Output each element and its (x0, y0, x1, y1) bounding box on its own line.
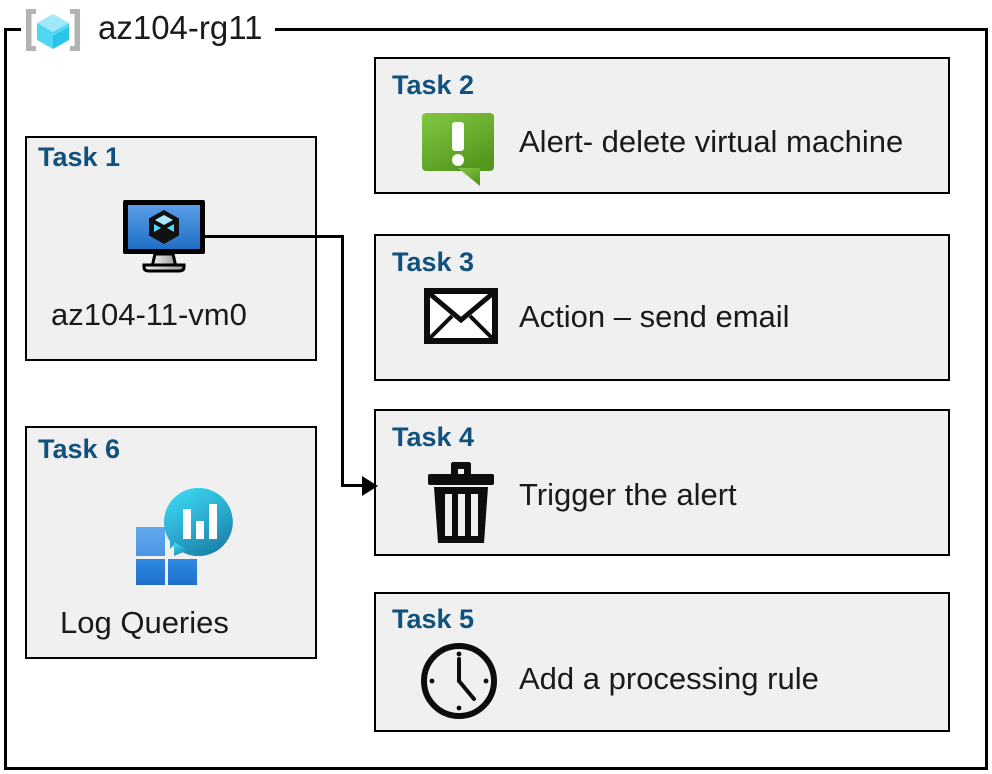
task-title-task5: Task 5 (392, 604, 475, 634)
task-label-task5: Add a processing rule (519, 661, 819, 696)
task-title-task3: Task 3 (392, 247, 475, 277)
connector-arrowhead-icon (362, 476, 378, 496)
task-title-task2: Task 2 (392, 70, 475, 100)
resource-group-border-top-left (4, 28, 21, 31)
log-analytics-icon (126, 484, 238, 586)
resource-group-name: az104-rg11 (98, 9, 263, 46)
virtual-machine-icon (119, 197, 209, 275)
resource-group-border-bottom (4, 767, 988, 770)
task-title-task6: Task 6 (38, 434, 121, 464)
task-label-task1: az104-11-vm0 (51, 297, 247, 332)
connector-segment-horizontal-top (203, 235, 344, 238)
connector-segment-horizontal-bottom (341, 484, 365, 487)
task-title-task1: Task 1 (38, 142, 121, 172)
task-title-task4: Task 4 (392, 422, 475, 452)
trash-icon (426, 459, 496, 545)
task-label-task3: Action – send email (519, 299, 790, 334)
task-label-task4: Trigger the alert (519, 477, 737, 512)
resource-group-border-right (985, 28, 988, 770)
task-label-task6: Log Queries (60, 605, 229, 640)
connector-segment-vertical (341, 235, 344, 487)
alert-exclamation-icon (418, 110, 500, 188)
task-card-task5[interactable] (374, 592, 950, 732)
clock-icon (418, 640, 500, 722)
resource-group-border-top-right (275, 28, 988, 31)
envelope-icon (424, 288, 498, 344)
resource-group-border-left (4, 28, 7, 770)
task-label-task2: Alert- delete virtual machine (519, 124, 904, 159)
resource-group-icon (22, 6, 84, 54)
